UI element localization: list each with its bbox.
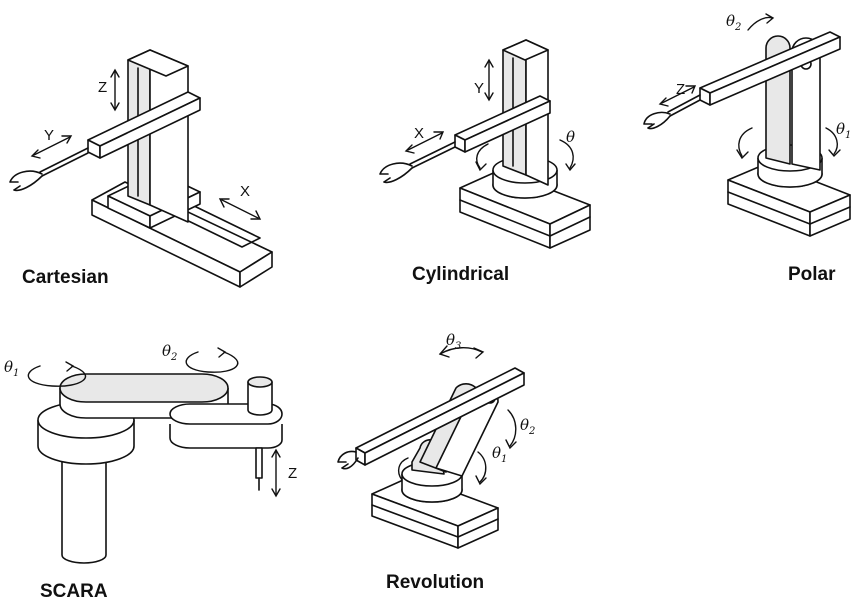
polar-caption: Polar	[788, 264, 836, 285]
polar-axis-label-1: θ2	[726, 12, 741, 33]
cartesian-robot-icon	[9, 49, 273, 288]
cylindrical-axis-label-1: Y	[474, 80, 484, 97]
cylindrical-robot-icon	[379, 39, 591, 249]
cartesian-axis-label-1: Z	[98, 79, 107, 96]
scara-axis-label-1: θ1	[4, 358, 19, 379]
polar-axis-label-3: θ1	[836, 120, 851, 141]
revolution-robot: θ3 θ2 θ1 Revolution	[337, 331, 535, 593]
revolution-axis-label-2: θ2	[520, 416, 535, 437]
scara-robot: θ1 θ2 Z SCARA	[4, 342, 297, 601]
polar-axis-label-2: Z	[676, 81, 685, 98]
revolution-robot-icon	[337, 345, 525, 549]
cartesian-axis-label-2: Y	[44, 127, 54, 144]
cartesian-robot: Z Y X Cartesian	[9, 49, 273, 288]
revolution-axis-label-3: θ1	[492, 444, 507, 465]
cylindrical-robot: Y X θ Cylindrical	[379, 39, 591, 285]
scara-caption: SCARA	[40, 581, 108, 601]
polar-robot: θ2 Z θ1 Polar	[643, 12, 851, 285]
polar-robot-icon	[643, 13, 851, 237]
cylindrical-axis-label-3: θ	[566, 128, 575, 146]
scara-robot-icon	[27, 347, 283, 564]
cartesian-axis-label-3: X	[240, 183, 250, 200]
cylindrical-caption: Cylindrical	[412, 264, 509, 285]
revolution-caption: Revolution	[386, 572, 484, 593]
cylindrical-axis-label-2: X	[414, 125, 424, 142]
cartesian-caption: Cartesian	[22, 267, 109, 288]
scara-axis-label-3: Z	[288, 465, 297, 482]
revolution-axis-label-1: θ3	[446, 331, 461, 352]
scara-axis-label-2: θ2	[162, 342, 177, 363]
